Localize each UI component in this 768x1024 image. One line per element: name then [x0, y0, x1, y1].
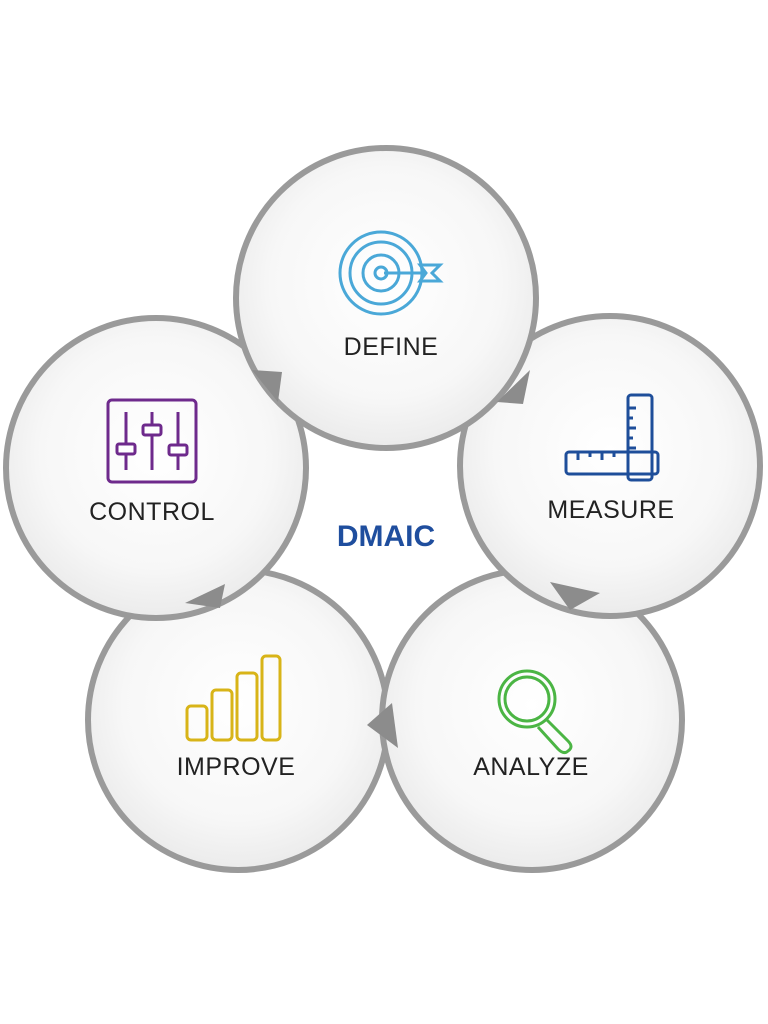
arrow-define-to-measure [497, 370, 530, 404]
bar-chart-icon [185, 654, 282, 742]
ruler-icon [564, 393, 660, 482]
arrow-measure-to-analyze [550, 582, 600, 610]
improve-label: IMPROVE [177, 753, 296, 781]
define-circle [233, 145, 539, 451]
control-label: CONTROL [89, 498, 215, 526]
arrow-improve-to-control [185, 584, 225, 608]
measure-circle [457, 313, 763, 619]
arrow-analyze-to-improve [367, 703, 398, 748]
arrow-control-to-define [252, 370, 282, 402]
measure-label: MEASURE [547, 496, 674, 524]
cycle-arrows [185, 370, 600, 748]
analyze-label: ANALYZE [473, 753, 589, 781]
define-label: DEFINE [344, 333, 439, 361]
control-circle [3, 315, 309, 621]
center-label: DMAIC [337, 520, 435, 553]
target-icon [338, 230, 444, 316]
magnifier-icon [497, 669, 573, 755]
stage-define[interactable]: DEFINE [233, 145, 539, 451]
stage-measure[interactable]: MEASURE [457, 313, 763, 619]
sliders-icon [106, 398, 198, 484]
stage-control[interactable]: CONTROL [3, 315, 309, 621]
